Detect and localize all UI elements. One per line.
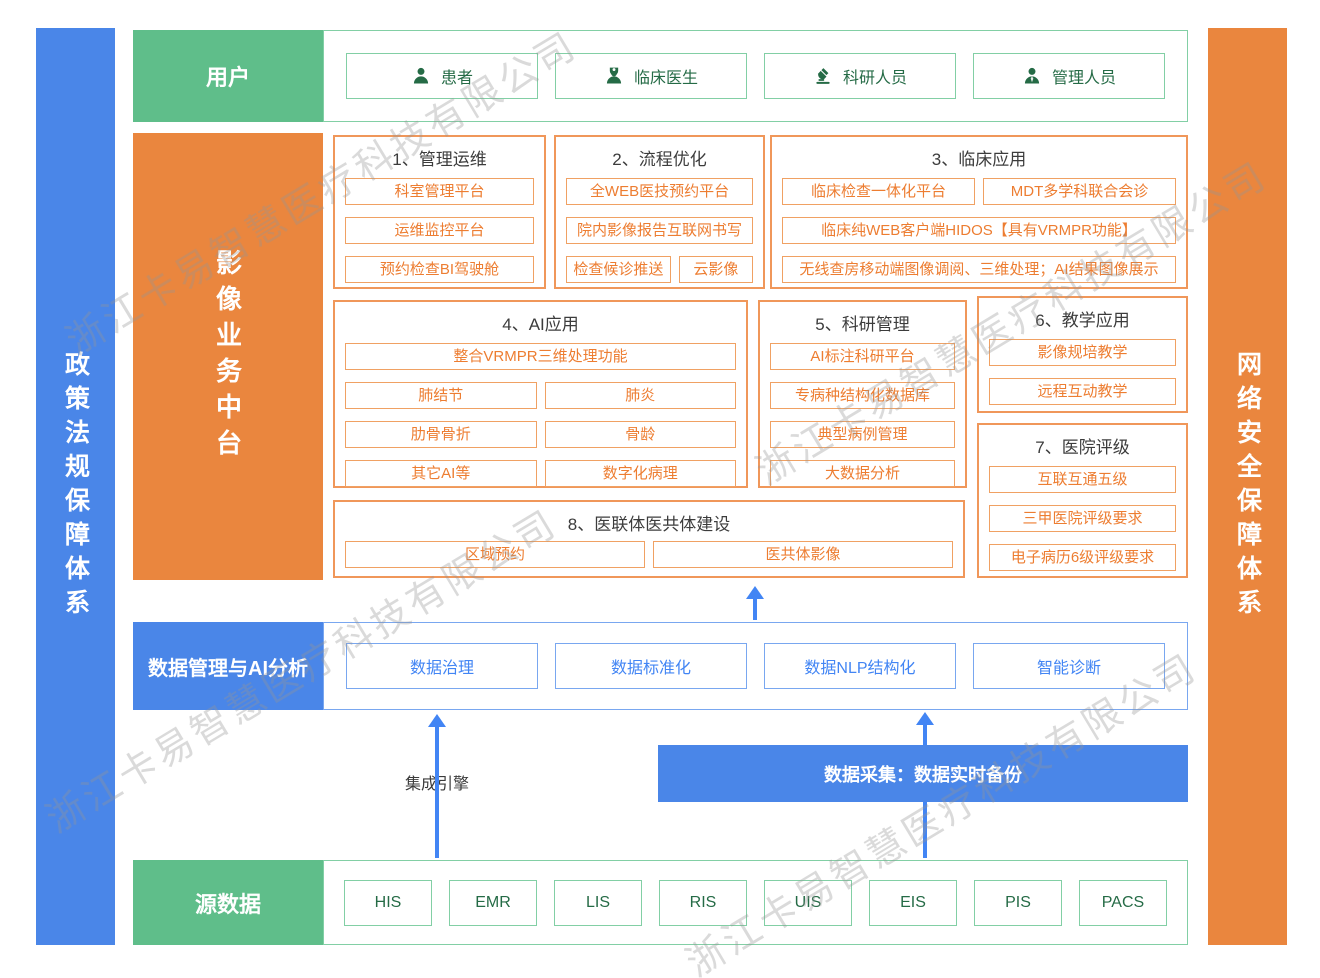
source-data-label: 源数据 [194,891,261,917]
platform-item: 区域预约 [345,541,645,568]
source-system-eis: EIS [869,879,957,926]
section-teaching-apps: 6、教学应用 影像规培教学 远程互动教学 [977,296,1188,413]
user-item-label: 管理人员 [1051,70,1116,87]
network-security-label: 网络安全保障体系 [1233,350,1262,623]
data-collection-box: 数据采集：数据实时备份 [658,745,1188,802]
platform-item: 云影像 [678,256,753,283]
users-label: 用户 [205,65,250,90]
imaging-platform-label: 影像业务中台 [212,248,243,465]
platform-item: 临床纯WEB客户端HIDOS【具有VRMPR功能】 [782,217,1176,244]
source-data-label-block: 源数据 [133,860,323,945]
users-label-block: 用户 [133,30,323,122]
flow-line [923,802,927,858]
section-management-ops: 1、管理运维 科室管理平台 运维监控平台 预约检查BI驾驶舱 [333,135,546,289]
section-title: 3、临床应用 [931,150,1027,169]
section-title: 7、医院评级 [1035,438,1130,457]
data-mgmt-item: 数据NLP结构化 [764,643,956,689]
section-title: 1、管理运维 [392,150,487,169]
policy-regulation-label: 政策法规保障体系 [61,350,90,623]
flow-arrow-up [916,712,934,745]
platform-item: 三甲医院评级要求 [989,505,1176,532]
data-mgmt-content-box: 数据治理 数据标准化 数据NLP结构化 智能诊断 [323,622,1188,710]
platform-item: 全WEB医技预约平台 [566,178,753,205]
platform-item: 典型病例管理 [770,421,955,448]
data-mgmt-item: 数据治理 [346,643,538,689]
platform-item: 大数据分析 [770,460,955,487]
source-system-pacs: PACS [1079,879,1167,926]
section-title: 4、AI应用 [502,315,579,334]
section-title: 2、流程优化 [612,150,707,169]
platform-item: 电子病历6级评级要求 [989,544,1176,571]
section-title: 6、教学应用 [1035,311,1130,330]
platform-item: 互联互通五级 [989,466,1176,493]
data-collection-label: 数据采集：数据实时备份 [824,764,1022,785]
source-system-uis: UIS [764,879,852,926]
user-item-label: 患者 [440,70,473,87]
platform-item: 远程互动教学 [989,378,1176,405]
flow-arrow-up [428,714,446,858]
platform-item: 肺炎 [544,382,736,409]
data-mgmt-item: 智能诊断 [973,643,1165,689]
platform-item: 整合VRMPR三维处理功能 [345,343,736,370]
platform-item: 检查候诊推送 [566,256,671,283]
platform-item: 科室管理平台 [345,178,534,205]
data-mgmt-label: 数据管理与AI分析 [148,657,308,680]
data-mgmt-item: 数据标准化 [555,643,747,689]
platform-item: MDT多学科联合会诊 [983,178,1176,205]
user-item-manager: 管理人员 [973,53,1165,99]
platform-item: 肺结节 [345,382,537,409]
section-hospital-rating: 7、医院评级 互联互通五级 三甲医院评级要求 电子病历6级评级要求 [977,423,1188,578]
section-title: 8、医联体医共体建设 [567,515,731,534]
doctor-icon [604,66,624,86]
user-item-patient: 患者 [346,53,538,99]
section-ai-apps: 4、AI应用 整合VRMPR三维处理功能 肺结节 肺炎 肋骨骨折 骨龄 其它AI… [333,300,748,488]
platform-item: 数字化病理 [544,460,736,487]
source-system-ris: RIS [659,879,747,926]
platform-item: 专病种结构化数据库 [770,382,955,409]
section-medical-alliance: 8、医联体医共体建设 区域预约 医共体影像 [333,500,965,578]
source-system-lis: LIS [554,879,642,926]
section-research-mgmt: 5、科研管理 AI标注科研平台 专病种结构化数据库 典型病例管理 大数据分析 [758,300,967,488]
user-item-doctor: 临床医生 [555,53,747,99]
platform-item: 医共体影像 [653,541,953,568]
users-content-box: 患者 临床医生 科研人员 管理人员 [323,30,1188,122]
platform-item: AI标注科研平台 [770,343,955,370]
platform-item: 影像规培教学 [989,339,1176,366]
platform-item: 肋骨骨折 [345,421,537,448]
platform-item: 运维监控平台 [345,217,534,244]
researcher-icon [813,66,833,86]
source-system-pis: PIS [974,879,1062,926]
policy-regulation-bar: 政策法规保障体系 [36,28,115,945]
user-item-label: 临床医生 [633,70,698,87]
section-clinical-apps: 3、临床应用 临床检查一体化平台 MDT多学科联合会诊 临床纯WEB客户端HID… [770,135,1188,289]
patient-icon [411,66,431,86]
flow-arrow-up [746,586,764,620]
imaging-platform-label-block: 影像业务中台 [133,133,323,580]
platform-item: 骨龄 [544,421,736,448]
section-title: 5、科研管理 [815,315,910,334]
source-data-content-box: HIS EMR LIS RIS UIS EIS PIS PACS [323,860,1188,945]
platform-item: 其它AI等 [345,460,537,487]
platform-item: 预约检查BI驾驶舱 [345,256,534,283]
user-item-label: 科研人员 [842,70,907,87]
source-system-emr: EMR [449,879,537,926]
data-mgmt-label-block: 数据管理与AI分析 [133,622,323,710]
platform-item: 院内影像报告互联网书写 [566,217,753,244]
platform-item: 无线查房移动端图像调阅、三维处理；AI结果图像展示 [782,256,1176,283]
source-system-his: HIS [344,879,432,926]
network-security-bar: 网络安全保障体系 [1208,28,1287,945]
platform-item: 临床检查一体化平台 [782,178,975,205]
section-process-optimization: 2、流程优化 全WEB医技预约平台 院内影像报告互联网书写 检查候诊推送 云影像 [554,135,765,289]
user-item-researcher: 科研人员 [764,53,956,99]
manager-icon [1022,66,1042,86]
